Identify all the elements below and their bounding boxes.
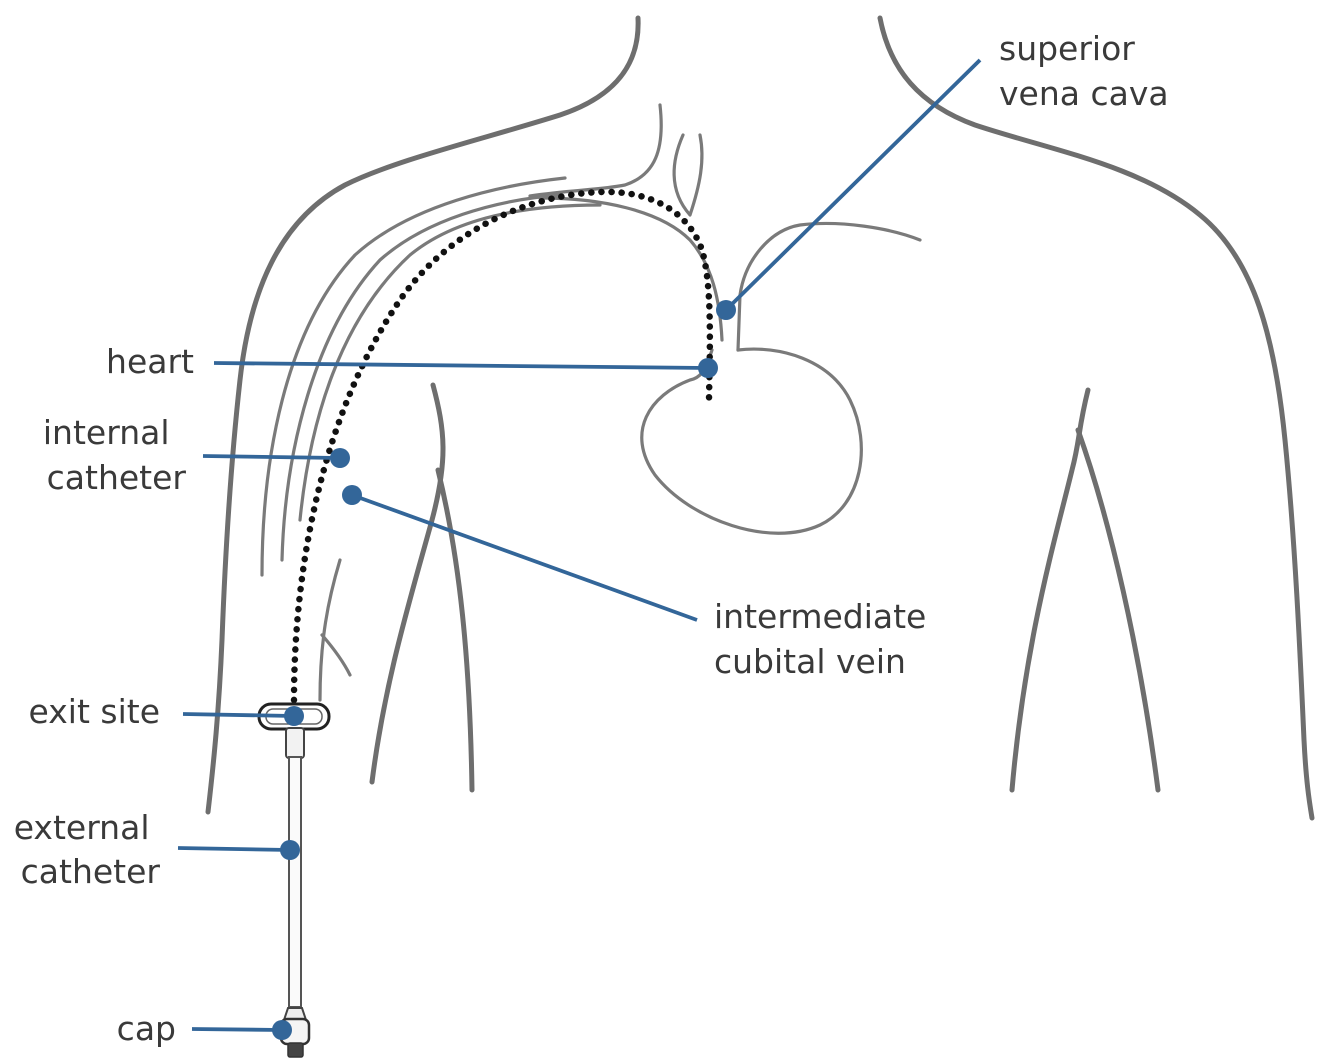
right-shoulder-arm-outline	[880, 18, 1312, 818]
vein-middle	[282, 195, 560, 560]
label-internal-catheter: internal catheter	[43, 413, 187, 497]
leader-line-external-catheter	[178, 848, 290, 850]
svc-outline	[540, 198, 722, 340]
leader-line-cap	[192, 1029, 282, 1030]
left-chest-line	[438, 470, 472, 790]
label-cubital-vein-line-1: intermediate	[714, 597, 926, 636]
left-shoulder-arm-outline	[208, 18, 638, 812]
left-inner-arm-outline	[372, 385, 443, 782]
label-heart: heart	[106, 342, 194, 381]
neck-vessel	[674, 135, 702, 215]
external-catheter-tube[interactable]	[289, 757, 301, 1007]
heart-outline	[642, 223, 920, 533]
leader-dot-external-catheter	[280, 840, 300, 860]
heart-shape	[738, 223, 920, 350]
internal-catheter-dots	[294, 192, 710, 700]
leader-line-internal-catheter	[203, 456, 340, 458]
leader-line-cubital-vein	[352, 495, 697, 620]
body-outline	[208, 18, 1312, 818]
labels: superior vena cava heart internal cathet…	[14, 29, 1169, 1048]
leader-dot-svc	[716, 300, 736, 320]
leader-line-svc	[726, 60, 980, 310]
cephalic-vein-outer	[320, 560, 340, 700]
leader-dot-exit-site	[284, 706, 304, 726]
leader-line-exit-site	[183, 714, 294, 716]
label-exit-site: exit site	[29, 692, 160, 731]
label-external-catheter: external catheter	[14, 808, 161, 891]
label-cap: cap	[117, 1009, 176, 1048]
label-superior-vena-cava: superior vena cava	[999, 29, 1169, 113]
leader-dot-cap	[272, 1020, 292, 1040]
cap-tip	[288, 1043, 303, 1057]
label-cubital-vein-line-2: cubital vein	[714, 642, 906, 681]
label-external-catheter-line-2: catheter	[21, 852, 161, 891]
cephalic-vein-inner	[322, 635, 350, 675]
external-catheter-assembly	[259, 704, 329, 1057]
leader-line-heart	[214, 363, 708, 368]
label-svc-line-2: vena cava	[999, 74, 1169, 113]
catheter-connector	[286, 728, 304, 758]
leader-dot-cubital-vein	[342, 485, 362, 505]
label-intermediate-cubital-vein: intermediate cubital vein	[714, 597, 937, 681]
right-inner-arm-outline	[1012, 390, 1088, 790]
label-internal-catheter-line-2: catheter	[47, 458, 187, 497]
heart-body	[642, 349, 862, 533]
label-external-catheter-line-1: external	[14, 808, 150, 847]
leader-dot-internal-catheter	[330, 448, 350, 468]
label-svc-line-1: superior	[999, 29, 1135, 68]
label-internal-catheter-line-1: internal	[43, 413, 170, 452]
right-chest-line	[1078, 430, 1158, 790]
leader-dot-heart	[698, 358, 718, 378]
